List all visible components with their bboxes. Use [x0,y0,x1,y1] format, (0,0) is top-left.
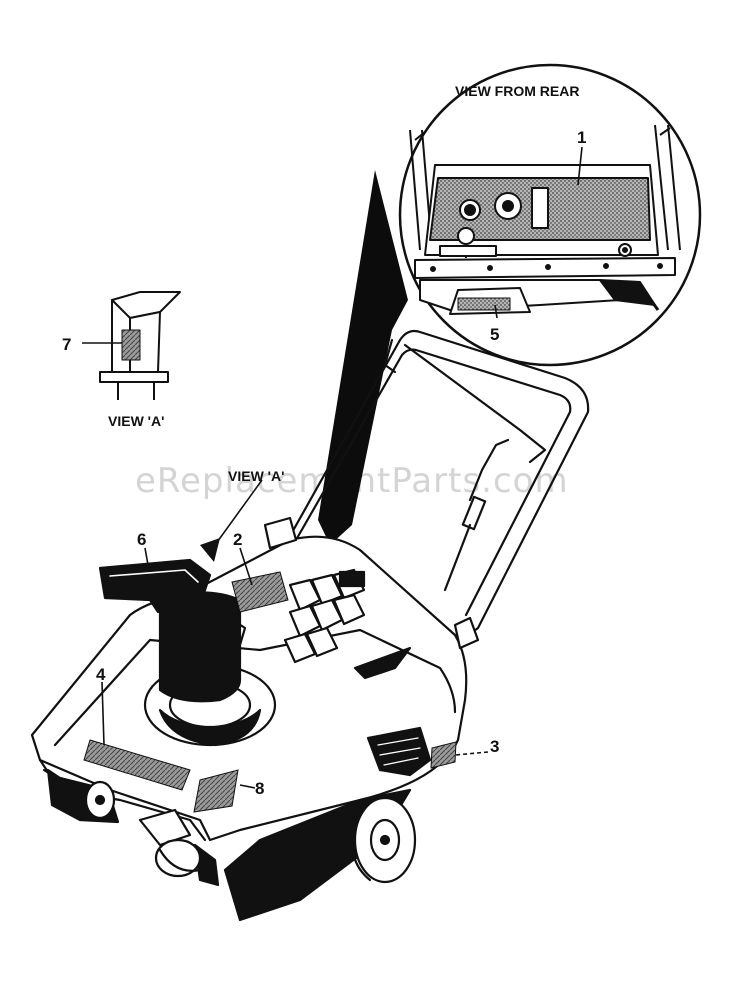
leader-1 [577,146,583,186]
view-a-arrow-line [214,479,263,546]
callout-4: 4 [96,665,106,684]
leader-6 [144,547,149,566]
leader-3 [454,751,489,756]
decal-7 [121,329,141,361]
leader-lines [82,146,583,789]
leader-8 [239,784,256,789]
decal-2 [231,571,289,613]
handle-inner [294,348,572,617]
view-from-rear-caption: VIEW FROM REAR [455,83,579,99]
callout-8: 8 [255,779,264,798]
callout-5: 5 [490,325,499,344]
callout-6: 6 [137,530,146,549]
view-a-arrowhead [200,538,220,562]
decal-4 [83,739,191,791]
view-a-arrow-caption: VIEW 'A' [228,468,284,484]
zoom-connector-cone [318,170,408,545]
rear-view-illustration [409,124,681,315]
view-a-inset-caption: VIEW 'A' [108,413,164,429]
callout-2: 2 [233,530,242,549]
callout-7: 7 [62,335,71,354]
control-rod [403,343,547,464]
handle-bar-left [383,338,397,374]
decal-8 [193,769,239,813]
callout-1: 1 [577,128,586,147]
decal-3 [430,741,457,769]
view-a-inset-illustration [99,291,181,400]
leader-2 [239,547,253,586]
callout-3: 3 [490,737,499,756]
handle-outer [283,329,590,642]
decal-5 [457,297,511,311]
leader-4 [101,681,105,746]
chute-deflector [98,558,212,614]
leader-5 [494,304,498,319]
